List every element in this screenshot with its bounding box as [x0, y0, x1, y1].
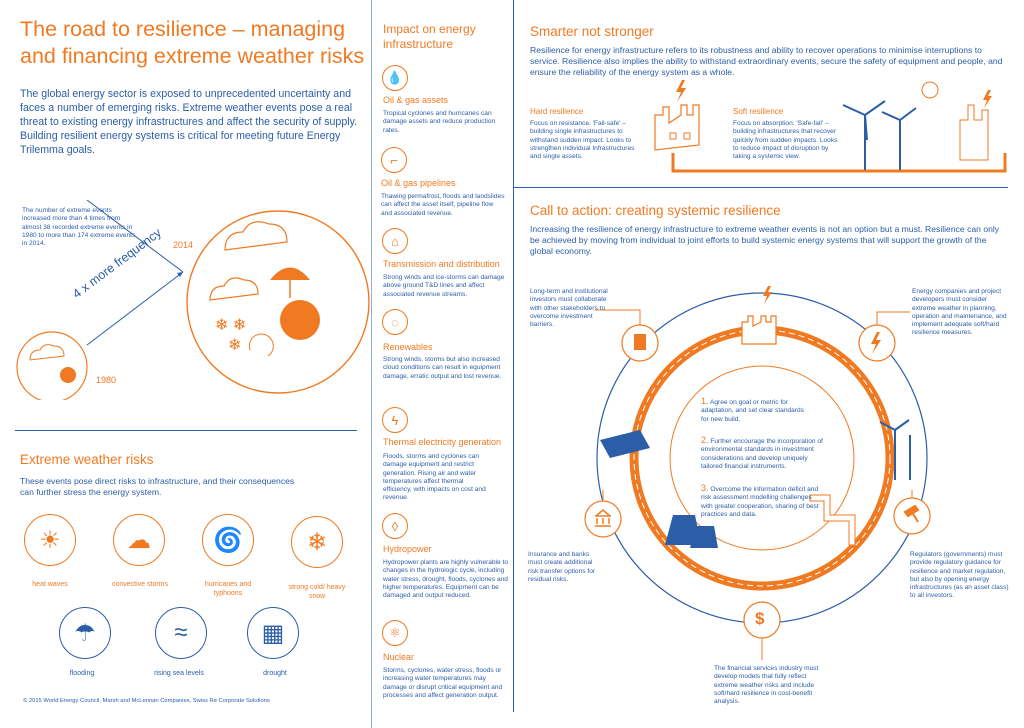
hydropower-icon: ◊: [382, 513, 408, 539]
resilience-illustration: [654, 80, 1007, 173]
stakeholder-energy-companies: Energy companies and project developers …: [912, 288, 1007, 337]
dollar-symbol: $: [755, 609, 765, 628]
copyright: © 2015 World Energy Council, Marsh and M…: [23, 698, 270, 704]
svg-text:❄: ❄: [228, 337, 241, 354]
svg-text:❄ ❄: ❄ ❄: [215, 317, 246, 334]
factory-icon: [741, 315, 777, 345]
risk-label: hurricanes and typhoons: [204, 581, 252, 597]
smarter-text: Resilience for energy infrastructure ref…: [530, 45, 1003, 78]
risk-label: rising sea levels: [154, 670, 204, 677]
pylon-icon: ⌂: [382, 228, 408, 254]
impact-title: Hydropower: [383, 544, 432, 554]
intro-text: The global energy sector is exposed to u…: [20, 88, 358, 156]
wind-turbine-icon: [879, 419, 911, 480]
snow-icon: ❄: [291, 516, 343, 568]
impact-text: Thawing permafrost, floods and landslide…: [381, 193, 505, 217]
impact-text: Strong winds, storms but also increased …: [383, 356, 502, 380]
thermal-icon: ϟ: [382, 407, 408, 433]
divider-left-horizontal: [15, 430, 357, 431]
step-text: Overcome the information deficit and ris…: [701, 486, 819, 518]
risks-heading: Extreme weather risks: [20, 452, 154, 467]
step-number: 2.: [701, 435, 709, 445]
risk-label: heat waves: [32, 581, 68, 588]
step-number: 3.: [701, 483, 709, 493]
action-text: Increasing the resilience of energy infr…: [530, 224, 1000, 257]
step-text: Agree on goal or metric for adaptation, …: [701, 399, 805, 423]
renewables-icon: ◌: [382, 309, 408, 335]
systemic-resilience-diagram: [584, 286, 931, 660]
storm-icon: ☁: [113, 514, 165, 566]
divider-left: [371, 0, 372, 728]
umbrella-icon: ☂: [59, 607, 111, 659]
risk-label: convective storms: [111, 581, 169, 588]
impact-text: Tropical cyclones and hurricanes can dam…: [383, 110, 496, 134]
step-number: 1.: [701, 396, 709, 406]
impact-title: Thermal electricity generation: [383, 437, 502, 447]
impact-text: Floods, storms and cyclones can damage e…: [383, 453, 486, 502]
cloud-icon: [209, 277, 259, 301]
pipeline-icon: [809, 494, 856, 546]
soft-resilience-text: Focus on absorption. 'Safe-fail' – build…: [733, 120, 838, 161]
sun-icon: [921, 81, 939, 99]
year-1980: 1980: [96, 375, 117, 385]
circle-1980: [16, 331, 88, 400]
umbrella-icon: [270, 267, 310, 280]
risk-label: strong cold/ heavy snow: [288, 584, 346, 600]
divider-right: [513, 0, 514, 712]
factory-icon: [654, 104, 700, 151]
spiral-icon: 🌀: [202, 514, 254, 566]
stakeholder-insurance: Insurance and banks must create addition…: [528, 551, 596, 583]
action-step: 3. Overcome the information deficit and …: [701, 484, 821, 519]
frequency-arrow: [86, 200, 184, 273]
action-heading: Call to action: creating systemic resili…: [530, 203, 781, 218]
impact-title: Oil & gas pipelines: [381, 178, 456, 188]
wind-turbine-icon: [842, 100, 917, 170]
risks-text: These events pose direct risks to infras…: [20, 476, 295, 497]
frequency-stat: The number of extreme events increased m…: [22, 207, 136, 248]
step-text: Further encourage the incorporation of e…: [701, 438, 823, 470]
soft-resilience-title: Soft resilience: [733, 107, 784, 116]
action-step: 1. Agree on goal or metric for adaptatio…: [701, 397, 811, 424]
year-2014: 2014: [173, 240, 194, 250]
factory-icon: [959, 104, 989, 161]
lightning-icon: [676, 80, 686, 102]
page-title: The road to resilience – managing and fi…: [20, 17, 365, 68]
risk-label: flooding: [69, 670, 95, 677]
impact-title: Renewables: [383, 342, 433, 352]
gavel-icon: [893, 497, 931, 535]
sun-icon: ☀: [24, 514, 76, 566]
cloud-icon: [29, 344, 65, 361]
solar-panel-icon: [600, 430, 650, 458]
cracked-earth-icon: ▦: [247, 607, 299, 659]
divider-right-horizontal: [514, 187, 1008, 188]
impact-text: Strong winds and ice-storms can damage a…: [383, 274, 505, 298]
risk-label: drought: [263, 670, 287, 677]
sun-icon: [60, 367, 76, 383]
impact-title: Nuclear: [383, 652, 415, 662]
stakeholder-regulators: Regulators (governments) must provide re…: [910, 551, 1009, 600]
circle-2014: [186, 210, 370, 394]
pipe: [671, 153, 1007, 173]
impact-heading: Impact on energy infrastructure: [383, 22, 476, 51]
sun-icon: [280, 300, 320, 340]
hard-resilience-text: Focus on resistance. 'Fail-safe' – build…: [530, 120, 635, 161]
impact-text: Storms, cyclones, water stress, floods o…: [383, 667, 503, 699]
stakeholder-investors: Long-term and institutional investors mu…: [530, 288, 608, 329]
cooling-tower-icon: [665, 515, 718, 548]
impact-title: Oil & gas assets: [383, 95, 449, 105]
pipeline-icon: ⌐: [381, 147, 407, 173]
inner-circle: [669, 365, 855, 551]
waves-icon: ≈: [155, 607, 207, 659]
stakeholder-financial: The financial services industry must dev…: [714, 665, 819, 706]
impact-text: Hydropower plants are highly vulnerable …: [383, 559, 508, 600]
oil-drop-icon: 💧: [382, 65, 408, 91]
nuclear-icon: ⚛: [382, 620, 408, 646]
smarter-heading: Smarter not stronger: [530, 24, 654, 39]
cloud-icon: [224, 221, 288, 251]
frequency-illustration: ❄ ❄ ❄: [16, 200, 370, 400]
hard-resilience-title: Hard resilience: [530, 107, 584, 116]
action-step: 2. Further encourage the incorporation o…: [701, 436, 823, 471]
impact-title: Transmission and distribution: [383, 259, 500, 269]
